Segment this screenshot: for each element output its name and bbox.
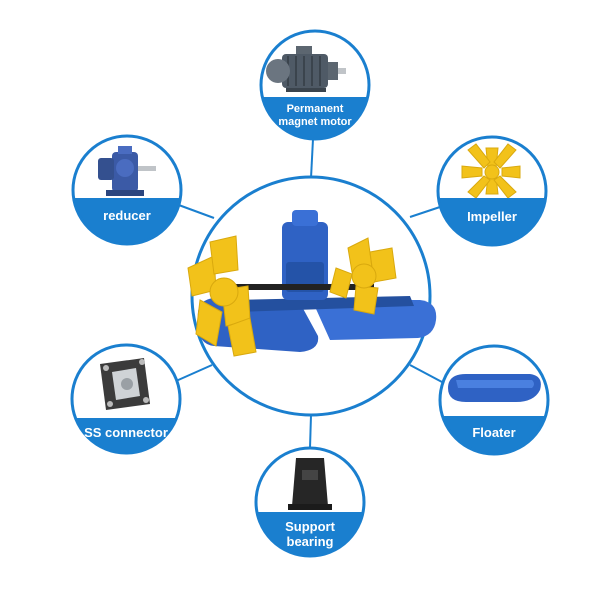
left-paddlewheel xyxy=(187,235,257,357)
label-connector: SS connector xyxy=(84,425,168,440)
label-support-line1: Support xyxy=(285,519,335,534)
label-floater: Floater xyxy=(472,425,515,440)
center-hub xyxy=(187,175,437,417)
ss-connector-icon xyxy=(100,358,150,410)
connector-line-impeller xyxy=(409,206,441,218)
support-bearing-icon xyxy=(288,458,332,510)
paddlewheel-aerator-icon xyxy=(187,210,437,357)
component-support: Support bearing xyxy=(254,446,366,558)
right-paddlewheel xyxy=(329,237,397,315)
label-support-line2: bearing xyxy=(287,534,334,549)
component-impeller: Impeller xyxy=(436,135,548,247)
component-reducer: reducer xyxy=(71,134,183,246)
connector-line-reducer xyxy=(175,203,215,219)
reducer-icon xyxy=(98,146,156,196)
motor-icon xyxy=(266,46,346,92)
component-connector: SS connector xyxy=(70,343,182,455)
connector-line-connector xyxy=(175,364,213,382)
label-impeller: Impeller xyxy=(467,209,517,224)
label-motor-line1: Permanent xyxy=(287,103,344,115)
connector-lines xyxy=(175,138,443,449)
impeller-icon xyxy=(461,143,521,199)
floater-icon xyxy=(448,374,541,402)
label-reducer: reducer xyxy=(103,208,151,223)
label-motor-line2: magnet motor xyxy=(278,116,352,128)
component-floater: Floater xyxy=(438,344,550,456)
component-motor: Permanent magnet motor xyxy=(259,29,371,141)
connector-line-motor xyxy=(310,138,314,179)
connector-line-floater xyxy=(409,364,443,383)
connector-line-support xyxy=(309,414,312,449)
